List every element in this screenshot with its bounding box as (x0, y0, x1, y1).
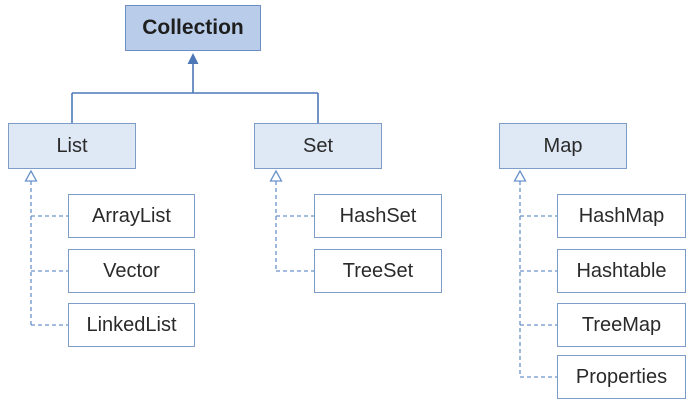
hashtable-node: Hashtable (557, 249, 686, 293)
list-hollow-arrowhead (24, 169, 38, 182)
vector-node: Vector (68, 249, 195, 293)
treeset-label: TreeSet (342, 259, 414, 282)
map-hollow-arrowhead (513, 169, 527, 182)
map-label: Map (543, 134, 583, 157)
hollow-arrowheads (24, 169, 527, 182)
vector-label: Vector (103, 259, 160, 282)
arraylist-label: ArrayList (92, 204, 171, 227)
arraylist-node: ArrayList (68, 194, 195, 238)
implements-connectors (30, 181, 557, 378)
list-label: List (56, 134, 88, 157)
list-node: List (8, 123, 136, 169)
hashset-node: HashSet (314, 194, 442, 238)
set-label: Set (302, 134, 334, 157)
treemap-label: TreeMap (581, 313, 662, 336)
set-node: Set (254, 123, 382, 169)
properties-node: Properties (557, 355, 686, 399)
hashtable-label: Hashtable (576, 259, 667, 282)
hashset-label: HashSet (339, 204, 417, 227)
treemap-node: TreeMap (557, 303, 686, 347)
set-hollow-arrowhead (269, 169, 283, 182)
hashmap-label: HashMap (578, 204, 665, 227)
treeset-node: TreeSet (314, 249, 442, 293)
map-node: Map (499, 123, 627, 169)
collection-label: Collection (142, 16, 244, 39)
extends-connector (71, 62, 319, 123)
collection-node: Collection (125, 5, 261, 51)
linkedlist-node: LinkedList (68, 303, 195, 347)
collection-arrowhead (187, 53, 199, 64)
properties-label: Properties (575, 365, 668, 388)
hashmap-node: HashMap (557, 194, 686, 238)
linkedlist-label: LinkedList (86, 313, 177, 336)
